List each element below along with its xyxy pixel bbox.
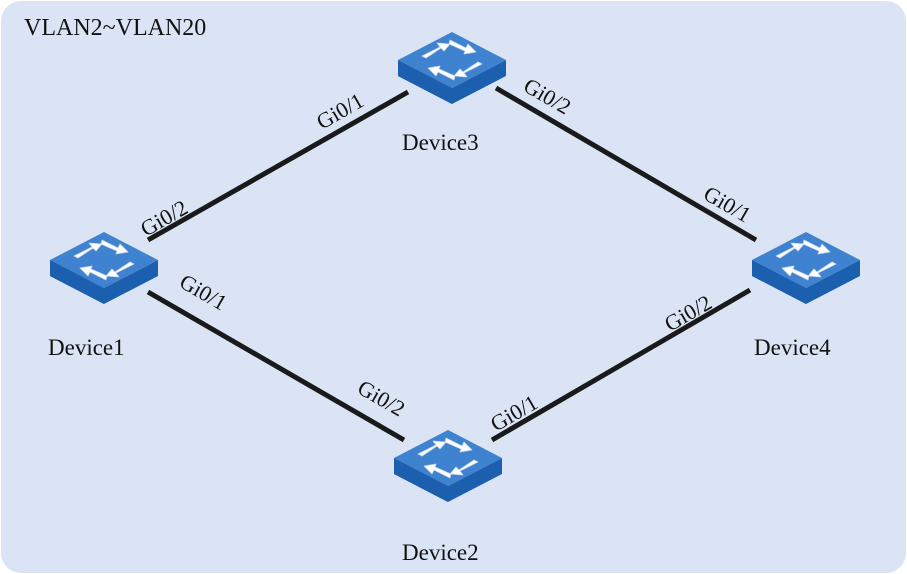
link-device3-device4 bbox=[494, 85, 758, 243]
link-device1-device2 bbox=[146, 289, 406, 443]
link-device2-device4 bbox=[490, 287, 752, 443]
device3-label: Device3 bbox=[402, 130, 479, 155]
device4-label: Device4 bbox=[754, 335, 831, 360]
vlan-range-title: VLAN2~VLAN20 bbox=[24, 15, 206, 41]
link-device1-device3 bbox=[146, 89, 410, 243]
device1-label: Device1 bbox=[48, 335, 125, 360]
device2-label: Device2 bbox=[402, 540, 479, 565]
